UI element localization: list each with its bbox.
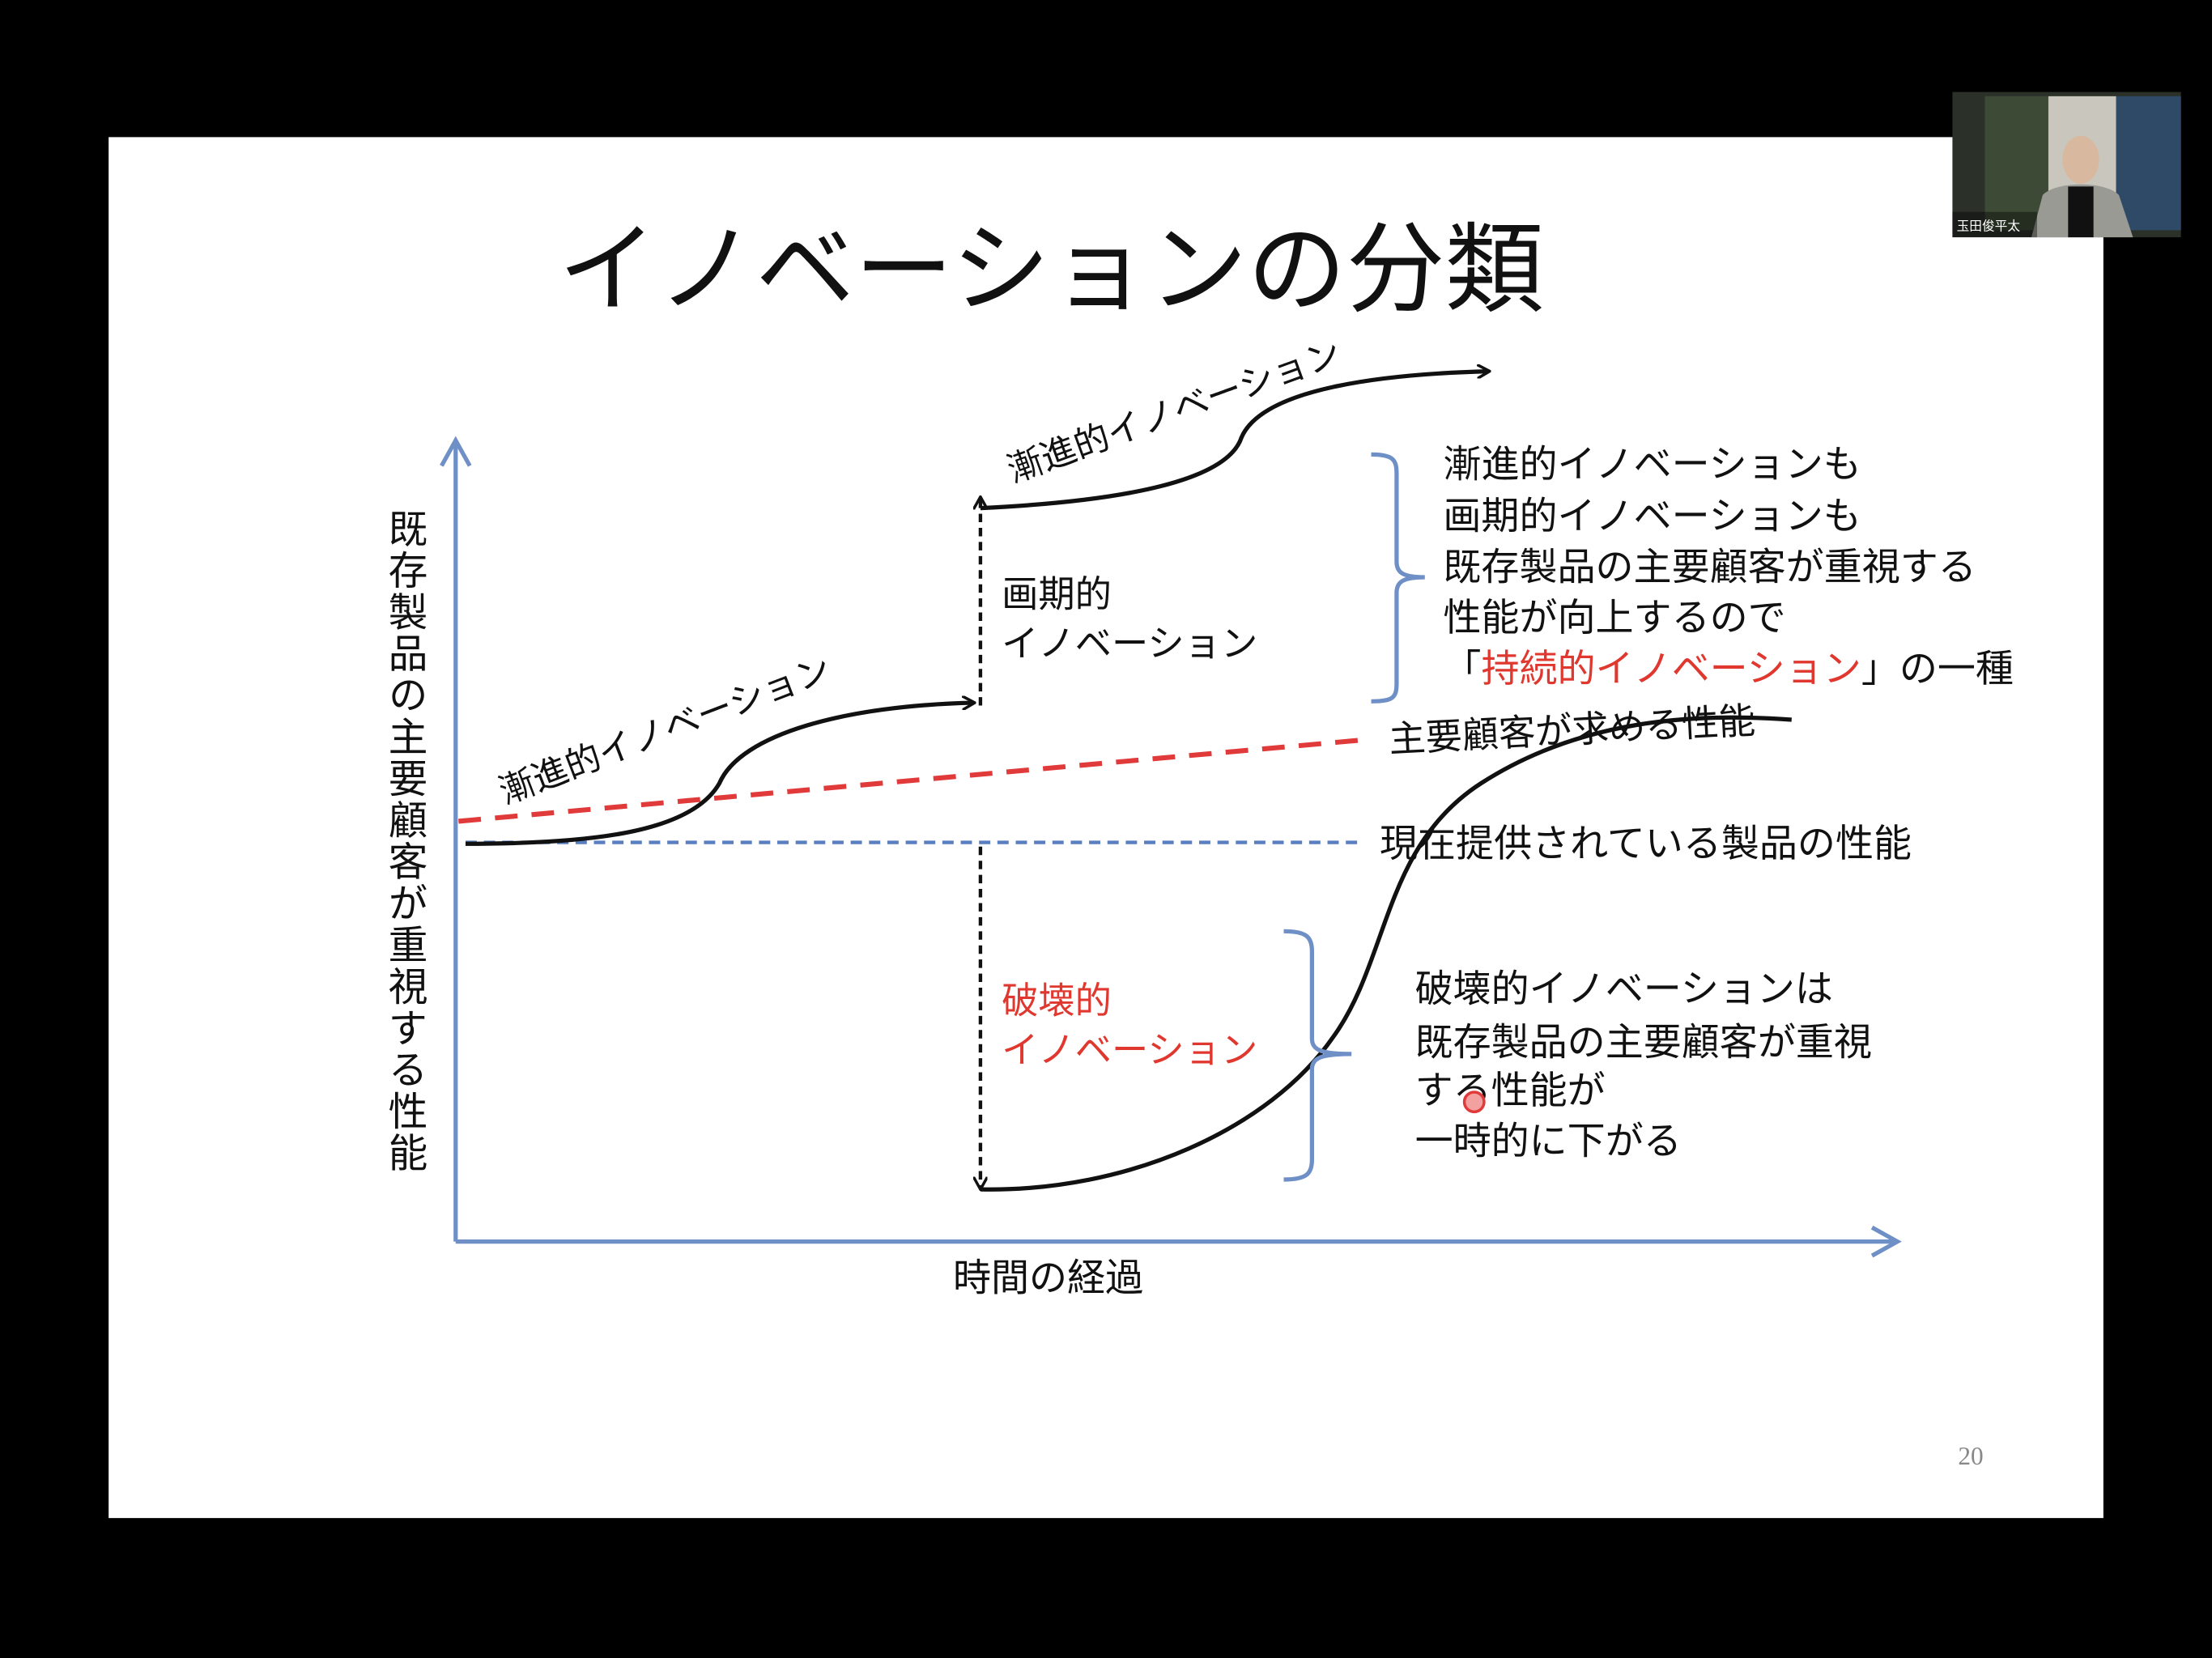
note-line: 既存製品の主要顧客が重視する (1443, 545, 1976, 589)
current-performance-label: 現在提供されている製品の性能 (1380, 822, 1912, 866)
sustaining-innovation-highlight: 持続的イノベーション (1481, 647, 1861, 691)
disruptive-note: 破壊的イノベーションは 既存製品の主要顧客が重視 する性能が 一時的に下がる (1415, 967, 1872, 1163)
participant-name: 玉田俊平太 (1957, 218, 2021, 233)
customer-demand-line (457, 737, 1369, 824)
note-line: 既存製品の主要顧客が重視 (1415, 1021, 1872, 1065)
disruptive-curve (980, 715, 1792, 1192)
x-axis-label: 時間の経過 (953, 1256, 1143, 1301)
disruptive-label-1: 破壊的 (1002, 979, 1112, 1022)
y-axis-label: 既存製品の主要顧客が重視する性能 (382, 508, 428, 1174)
sustaining-note: 漸進的イノベーションも 画期的イノベーションも 既存製品の主要顧客が重視する 性… (1443, 442, 2014, 691)
disruptive-brace (1283, 929, 1352, 1182)
pointer-cursor (1462, 1090, 1486, 1114)
breakthrough-label-1: 画期的 (1002, 573, 1112, 616)
note-line: 破壊的イノベーションは (1415, 967, 1833, 1011)
note-line: 「持続的イノベーション」の一種 (1443, 647, 2014, 691)
incremental-curve-upper (980, 372, 1488, 511)
participant-video[interactable]: 玉田俊平太 (1952, 91, 2181, 238)
participant-face (2062, 135, 2099, 184)
slide (108, 137, 2104, 1519)
note-line: 一時的に下がる (1415, 1120, 1682, 1164)
note-line: する性能が (1415, 1069, 1606, 1113)
note-line: 性能が向上するので (1443, 596, 1785, 640)
note-line: 画期的イノベーションも (1443, 495, 1861, 539)
slide-title: イノベーションの分類 (559, 212, 1544, 327)
sustaining-brace (1371, 452, 1425, 704)
page-number: 20 (1958, 1442, 1983, 1470)
bracket-open: 「 (1443, 647, 1481, 691)
bracket-close: 」の一種 (1861, 647, 2014, 691)
breakthrough-label-2: イノベーション (1002, 623, 1257, 665)
disruptive-label-2: イノベーション (1002, 1028, 1257, 1071)
note-line: 漸進的イノベーションも (1443, 442, 1861, 487)
incremental-curve-lower (465, 703, 973, 846)
